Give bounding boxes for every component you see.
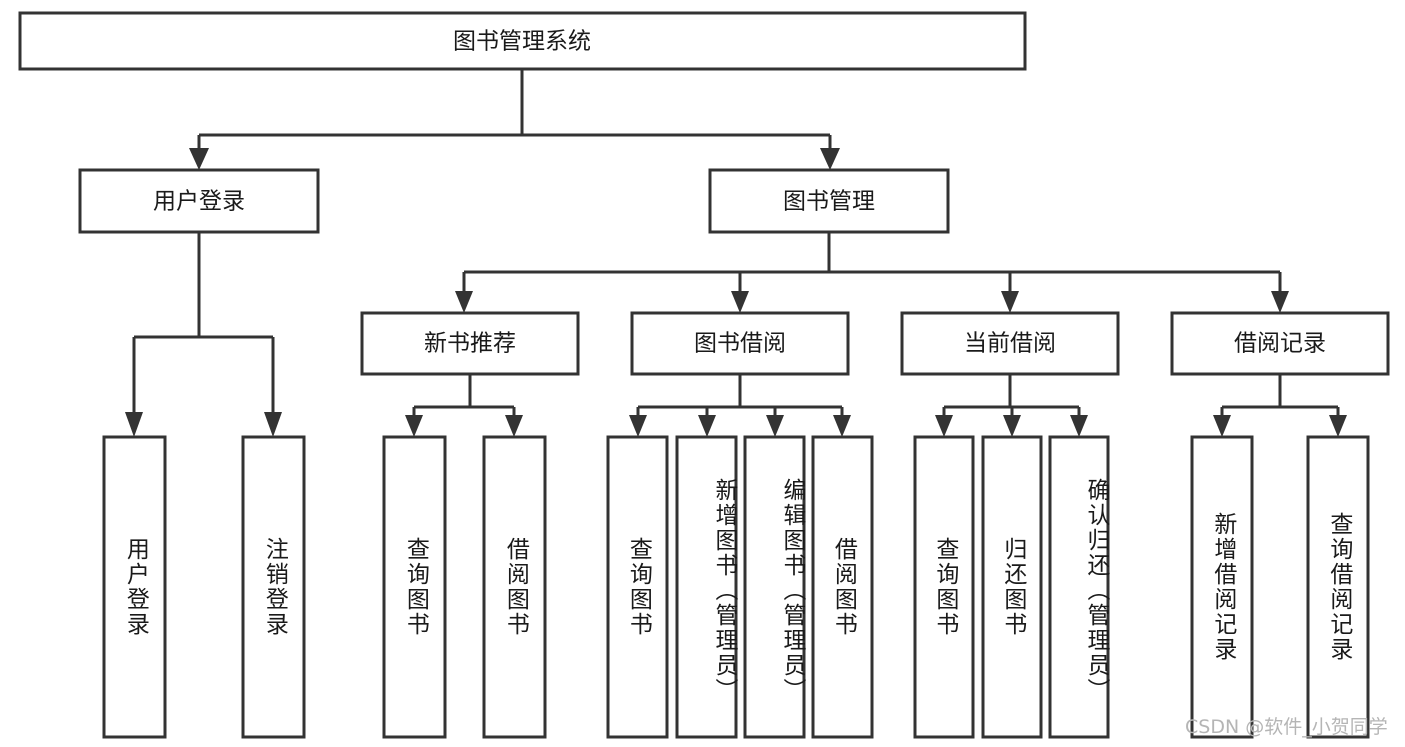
leaf-query-record-box[interactable] (1306, 435, 1370, 739)
arrowhead-user-login (189, 148, 209, 170)
borrow-record-box (1170, 311, 1390, 376)
node-root[interactable]: 图书管理系统 (18, 11, 1027, 71)
arrowhead-book-management (820, 148, 840, 170)
current-borrow-label: 当前借阅 (964, 331, 1056, 357)
leaf-borrow-book-2-box[interactable] (811, 435, 874, 739)
arrowhead-leaf-borrow-book-1 (505, 415, 523, 437)
leaf-add-record-box[interactable] (1190, 435, 1254, 739)
arrowhead-new-book-recommend (455, 291, 473, 313)
leaf-confirm-return-box[interactable] (1048, 435, 1110, 739)
book-borrow-label: 图书借阅 (694, 331, 786, 357)
node-current-borrow[interactable]: 当前借阅 (900, 311, 1120, 376)
user-login-label: 用户登录 (153, 189, 245, 215)
leaf-return-book-box[interactable] (981, 435, 1043, 739)
arrowhead-leaf-borrow-book-2 (833, 415, 851, 437)
arrowhead-leaf-user-login (125, 412, 143, 437)
leaf-query-book-1-box[interactable] (382, 435, 447, 739)
leaf-edit-book-box[interactable] (743, 435, 806, 739)
root-box (18, 11, 1027, 71)
arrowhead-borrow-record (1271, 291, 1289, 313)
root-label: 图书管理系统 (453, 29, 591, 55)
arrowhead-current-borrow (1001, 291, 1019, 313)
node-borrow-record[interactable]: 借阅记录 (1170, 311, 1390, 376)
arrowhead-leaf-confirm-return (1070, 415, 1088, 437)
arrowhead-leaf-query-book-1 (405, 415, 423, 437)
arrowhead-leaf-add-record (1213, 415, 1231, 437)
arrowhead-book-borrow (731, 291, 749, 313)
node-book-borrow[interactable]: 图书借阅 (630, 311, 850, 376)
leaf-add-book-box[interactable] (675, 435, 738, 739)
arrowhead-leaf-logout-login (264, 412, 282, 437)
node-new-book-recommend[interactable]: 新书推荐 (360, 311, 580, 376)
arrowhead-leaf-query-record (1329, 415, 1347, 437)
arrowhead-leaf-query-book-2 (629, 415, 647, 437)
leaf-query-book-2-box[interactable] (606, 435, 669, 739)
leaf-borrow-book-1-box[interactable] (482, 435, 547, 739)
book-management-label: 图书管理 (783, 189, 875, 215)
node-book-management[interactable]: 图书管理 (708, 168, 950, 234)
book-borrow-box (630, 311, 850, 376)
arrowhead-leaf-add-book (698, 415, 716, 437)
current-borrow-box (900, 311, 1120, 376)
arrowhead-leaf-edit-book (766, 415, 784, 437)
borrow-record-label: 借阅记录 (1234, 331, 1326, 357)
new-book-recommend-box (360, 311, 580, 376)
book-management-box (708, 168, 950, 234)
leaf-user-login-box[interactable] (102, 435, 167, 739)
arrowhead-leaf-return-book (1003, 415, 1021, 437)
arrowhead-leaf-query-book-3 (935, 415, 953, 437)
leaf-logout-login-box[interactable] (241, 435, 306, 739)
new-book-recommend-label: 新书推荐 (424, 331, 516, 357)
node-user-login[interactable]: 用户登录 (78, 168, 320, 234)
leaf-query-book-3-box[interactable] (913, 435, 975, 739)
watermark: CSDN @软件_小贺同学 (1185, 716, 1388, 738)
